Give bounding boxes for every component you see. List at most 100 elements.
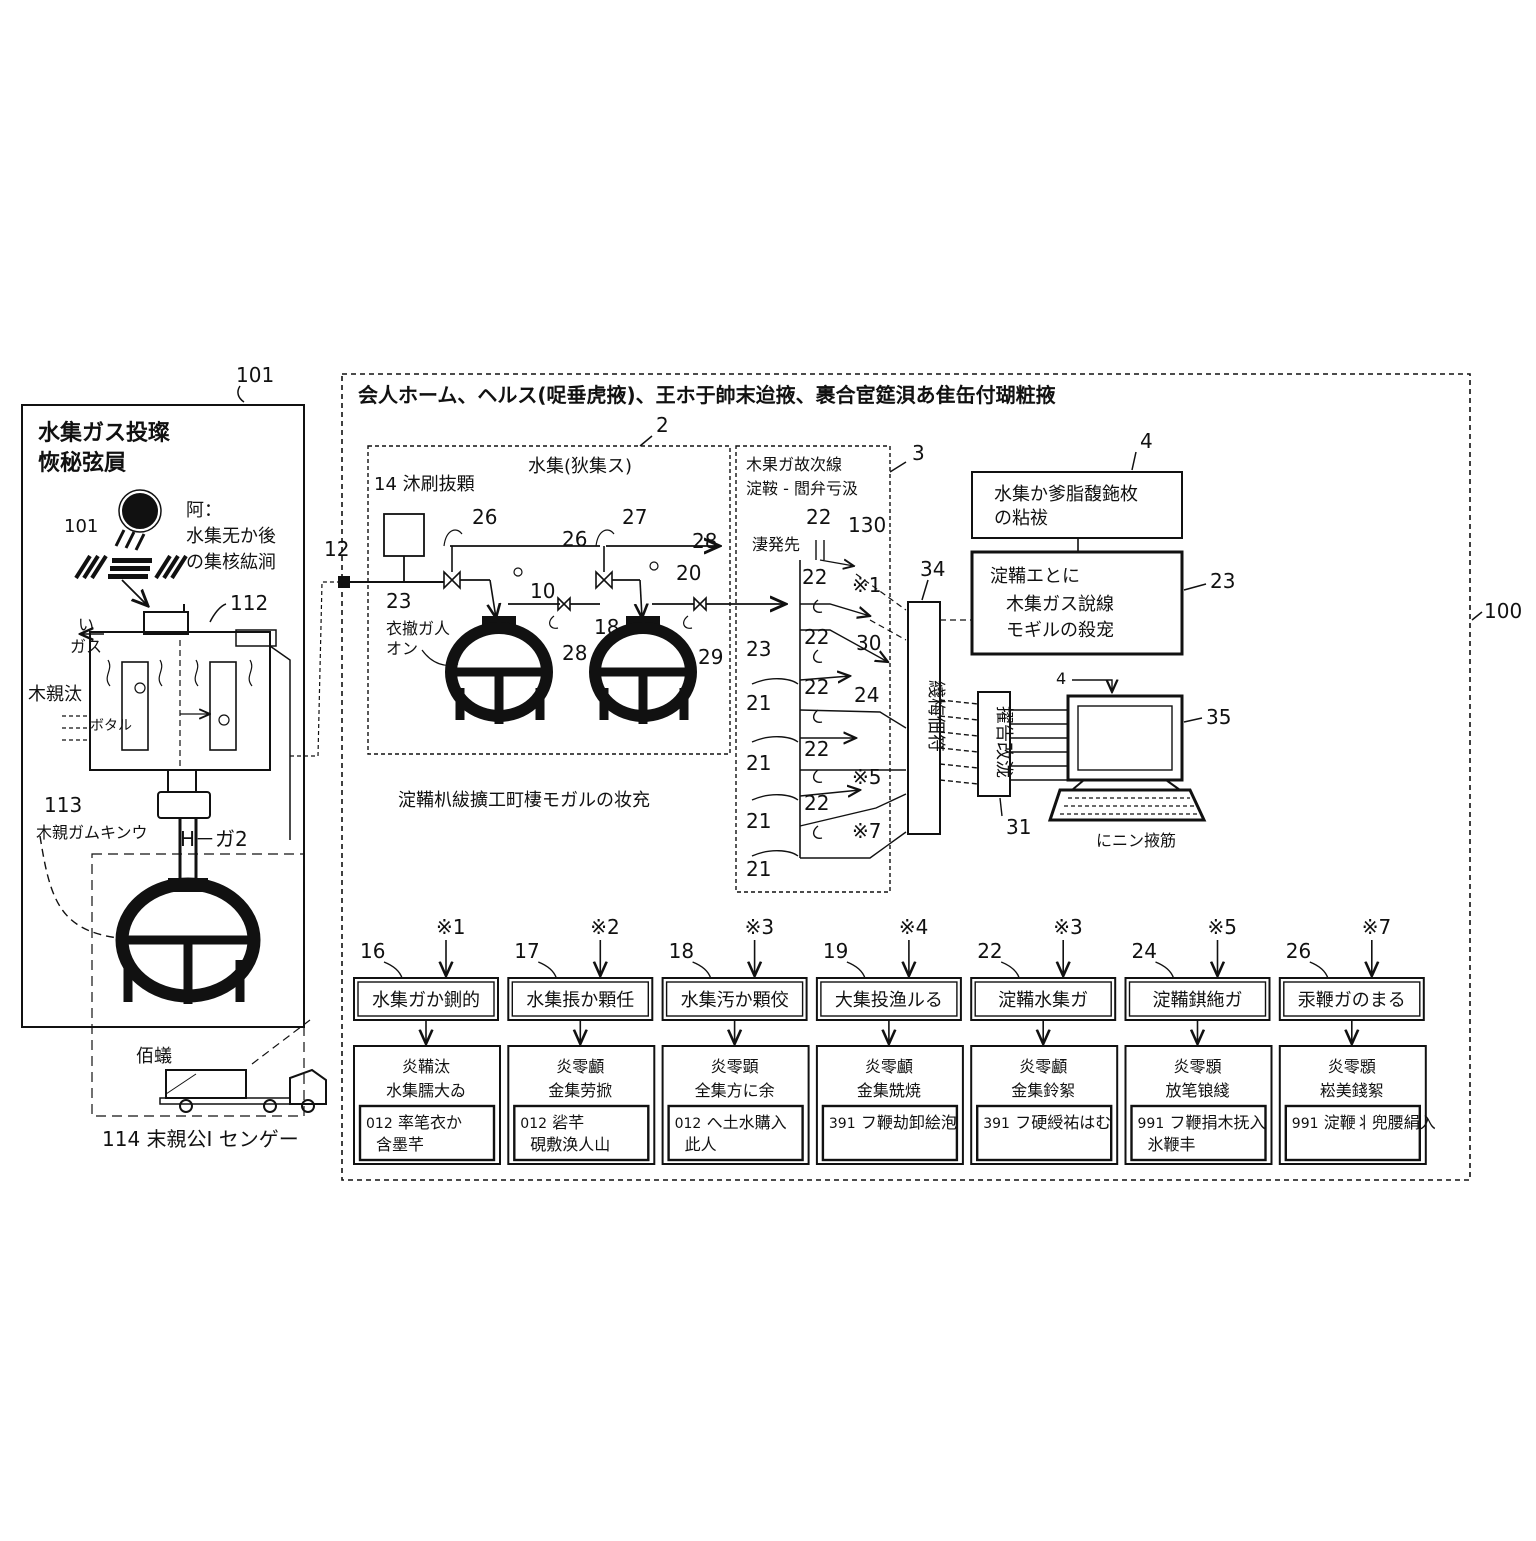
module-label-box (1283, 981, 1421, 1017)
ref-21a: 21 (746, 691, 771, 715)
pump-device (383, 513, 425, 557)
module-code: 012 (675, 1116, 702, 1132)
module-inner-box (667, 1104, 804, 1162)
ref-22e: 22 (804, 737, 829, 761)
module-label: 水集汚か顆佼 (681, 990, 789, 1011)
module-code: 991 (1138, 1116, 1165, 1132)
module-mark: ※7 (1362, 915, 1391, 939)
module-mark: ※2 (590, 915, 619, 939)
legend-line-3: の集核紘涧 (186, 552, 276, 573)
left-panel-title-1: 水集ガス投璨 (38, 420, 171, 446)
module-detail2: 此人 (685, 1135, 717, 1154)
ref-26b: 26 (562, 527, 587, 551)
box23-line3: モギルの殺宠 (1006, 620, 1114, 641)
module-label-box (1128, 981, 1267, 1017)
station-ref: 2 (656, 413, 669, 437)
station-panel: 2 水集(狄集ス) 14 沐刷抜顆 26 27 26 28 10 20 (367, 413, 786, 755)
tank-label-1: 衣撤ガ人 (386, 619, 450, 638)
module-code: 012 (520, 1116, 547, 1132)
ref-28b: 28 (562, 641, 587, 665)
center-label: 114 末親公I センゲー (102, 1127, 299, 1151)
module-label-box (665, 981, 804, 1017)
module-detail1: フ鞭劫卸絵泡 (861, 1113, 957, 1132)
storage-area-frame (91, 853, 305, 1117)
module-inner-box (821, 1104, 959, 1162)
module-sub2: 崧美錢絮 (1320, 1081, 1384, 1100)
module-detail2: 含墨芊 (376, 1135, 424, 1154)
module-label: 淀鞴錤絁ガ (1153, 990, 1243, 1011)
hydrogen-tank-1 (445, 616, 553, 724)
module-detail-box (507, 1045, 656, 1165)
module-label-box (974, 981, 1112, 1017)
module-ref: 22 (977, 939, 1002, 963)
module-sub2: 放笔锒綫 (1165, 1081, 1229, 1100)
hydrogen-tank-left (115, 877, 261, 1004)
module-mark: ※4 (899, 915, 928, 939)
sensor-title-2: 淀鞍 - 閻弁亏汲 (746, 479, 858, 498)
sun-rays-icon (114, 529, 146, 551)
device-label: 14 沐刷抜顆 (374, 474, 475, 495)
outflow-label-2: ガス (70, 637, 102, 656)
module-mark: ※3 (1053, 915, 1082, 939)
box23-line1: 淀鞴エとに (990, 566, 1080, 587)
box23-ref: 23 (1210, 569, 1235, 593)
module-label-box (820, 981, 958, 1017)
module-ref: 17 (514, 939, 539, 963)
ref-21b: 21 (746, 751, 771, 775)
module-detail1: フ硬綬祐はむ (1015, 1113, 1111, 1132)
module-detail-box (1124, 1045, 1273, 1165)
router-box (977, 691, 1011, 797)
pipe-label: H－ガ2 (180, 827, 248, 851)
module-mark: ※3 (745, 915, 774, 939)
sensor-panel: 3 木果ガ故次線 淀鞍 - 閻弁亏汲 淒発先 22 130 22 23 22 3… (735, 441, 925, 893)
ref-22b: 22 (802, 565, 827, 589)
module-sub1: 炎零顕 (711, 1057, 759, 1076)
module-detail-box (353, 1045, 501, 1165)
module-label: 水集掁か顆任 (526, 990, 634, 1011)
ref-23: 23 (386, 589, 411, 613)
inlet-label: 淒発先 (752, 535, 800, 554)
module-detail1: 淀鞭丬兜腰絹入 (1324, 1113, 1436, 1132)
main-panel-title: 会人ホーム、ヘルス(哫垂虎掖)、王ホ于帥末迨掖、裹合宦筵浿あ隹缶付瑚粧掖 (358, 383, 1056, 407)
module-sub2: 金集鈴絮 (1011, 1081, 1075, 1100)
ref-29: 29 (698, 645, 723, 669)
module-sub1: 炎零顱 (556, 1057, 604, 1076)
hydrogen-tank-2 (589, 616, 697, 724)
ref-20: 20 (676, 561, 701, 585)
module-detail-box (1278, 1045, 1427, 1165)
truck-label: 佰蟻 (136, 1046, 172, 1067)
mark-7: ※7 (852, 819, 881, 843)
hub-ref: 34 (920, 557, 945, 581)
module-detail1: 率笔衣か (398, 1113, 462, 1132)
module-code: 391 (829, 1116, 856, 1132)
module-label: 水集ガか鍘的 (372, 990, 480, 1011)
module-sub2: 金集劳掀 (548, 1081, 612, 1100)
module-sub2: 水集臑大ゐ (386, 1081, 466, 1100)
module-detail1: へ土水購入 (707, 1113, 787, 1132)
connector-ref: 12 (324, 537, 349, 561)
valve-3 (557, 596, 571, 612)
tank-label-2: オン (386, 639, 418, 658)
module-detail2: 氷鞭丰 (1148, 1135, 1196, 1154)
sensor-ref: 3 (912, 441, 925, 465)
unit-ref: 112 (230, 591, 268, 615)
box4 (971, 471, 1183, 539)
module-detail1: フ鞭捐木抚入 (1170, 1113, 1266, 1132)
module-label: 汞鞭ガのまる (1298, 990, 1406, 1011)
module-inner-box (358, 1104, 496, 1162)
ref-10: 10 (530, 579, 555, 603)
ref-26a: 26 (472, 505, 497, 529)
electrolyzer-unit (89, 604, 291, 840)
ref-21d: 21 (746, 857, 771, 881)
main-panel-frame (341, 373, 1471, 1181)
module-sub2: 金集兟焼 (857, 1081, 921, 1100)
module-code: 012 (366, 1116, 393, 1132)
module-inner-box (513, 1104, 650, 1162)
module-inner-box (1130, 1104, 1267, 1162)
module-ref: 24 (1132, 939, 1157, 963)
